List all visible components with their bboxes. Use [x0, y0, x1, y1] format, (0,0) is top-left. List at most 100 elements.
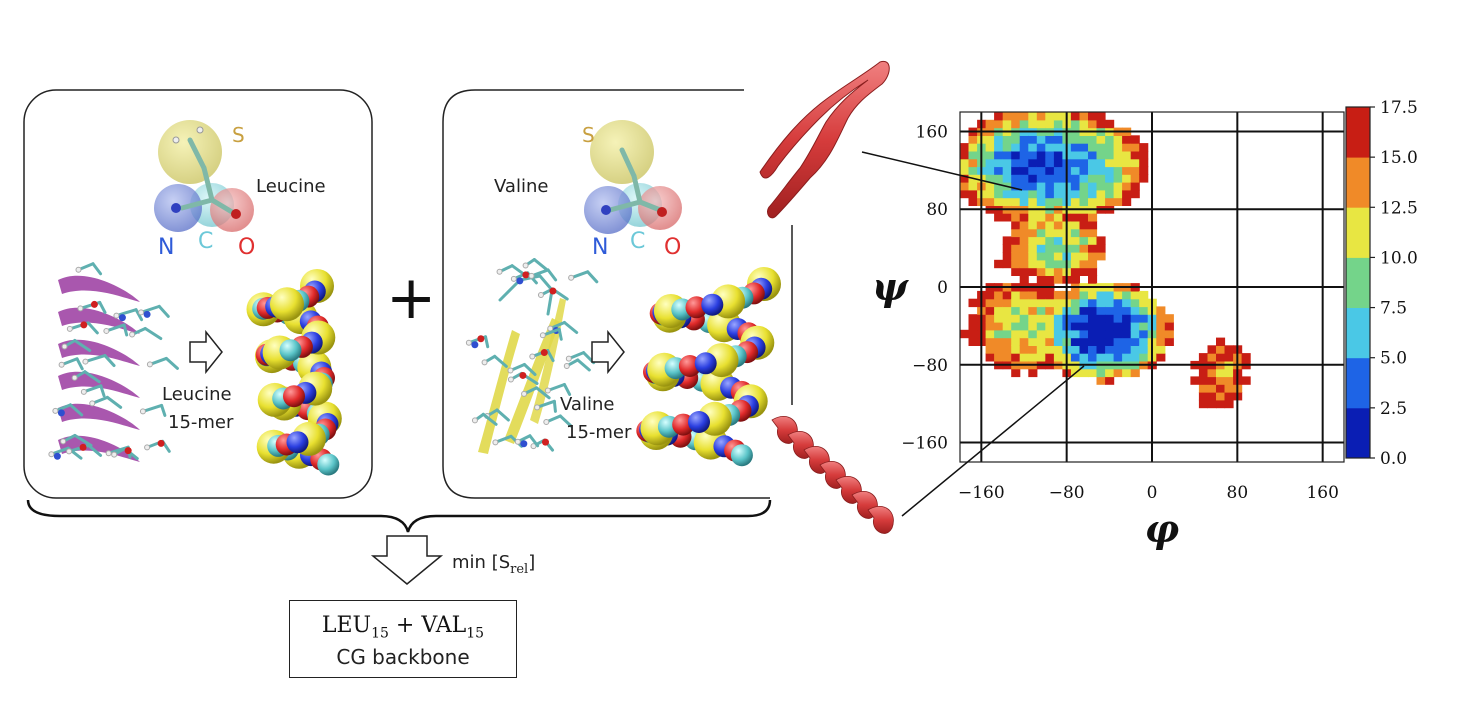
heatmap-cell: [1113, 368, 1123, 378]
heatmap-cell: [1130, 306, 1140, 315]
heatmap-cell: [1088, 329, 1098, 339]
heatmap-cell: [968, 329, 978, 339]
heatmap-cell: [985, 314, 995, 323]
leucine-label-n: N: [158, 235, 174, 260]
heatmap-cell: [1053, 228, 1063, 238]
heatmap-cell: [1096, 174, 1106, 183]
heatmap-cell: [1096, 182, 1106, 191]
heatmap-cell: [1113, 314, 1123, 323]
heatmap-cell: [1079, 337, 1089, 346]
heatmap-cell: [1045, 182, 1055, 191]
heatmap-cell: [1053, 213, 1063, 222]
heatmap-cell: [1207, 384, 1217, 393]
heatmap-cell: [1070, 353, 1080, 362]
heatmap-cell: [1130, 368, 1140, 378]
heatmap-cell: [1053, 174, 1063, 183]
heatmap-cell: [1053, 306, 1063, 315]
heatmap-cell: [1139, 337, 1149, 346]
heatmap-cell: [968, 189, 978, 199]
heatmap-cell: [1079, 252, 1089, 261]
heatmap-cell: [1011, 314, 1021, 323]
leucine-panel: S Leucine N C O Leucine 15-mer: [23, 89, 373, 499]
heatmap-cell: [985, 174, 995, 183]
heatmap-cell: [1139, 166, 1149, 175]
heatmap-cell: [1002, 236, 1012, 245]
heatmap-cell: [968, 158, 978, 168]
heatmap-cell: [1096, 135, 1106, 144]
heatmap-cell: [1028, 290, 1038, 300]
heatmap-cell: [1028, 112, 1038, 121]
heatmap-cell: [1105, 306, 1115, 315]
heatmap-cell: [1002, 150, 1012, 160]
heatmap-cell: [1079, 174, 1089, 183]
heatmap-cell: [1088, 244, 1098, 253]
heatmap-cell: [1019, 228, 1029, 238]
heatmap-cell: [1079, 189, 1089, 199]
heatmap-cell: [1139, 306, 1149, 315]
heatmap-cell: [1096, 353, 1106, 362]
heatmap-cell: [1045, 174, 1055, 183]
heatmap-cell: [1241, 376, 1251, 385]
heatmap-cell: [1113, 306, 1123, 315]
heatmap-cell: [985, 143, 995, 152]
heatmap-cell: [1122, 189, 1132, 199]
heatmap-cell: [1019, 337, 1029, 346]
heatmap-cell: [1198, 353, 1208, 362]
heatmap-cell: [1019, 220, 1029, 230]
heatmap-cell: [1053, 259, 1063, 269]
heatmap-cell: [1079, 112, 1089, 121]
x-tick-label: −160: [958, 483, 1005, 503]
heatmap-cell: [994, 298, 1004, 308]
heatmap-cell: [1156, 353, 1166, 362]
heatmap-cell: [1002, 174, 1012, 183]
heatmap-cell: [1105, 197, 1115, 206]
heatmap-cell: [1105, 353, 1115, 362]
leucine-label-o: O: [238, 235, 255, 260]
heatmap-cell: [968, 182, 978, 191]
heatmap-cell: [1070, 244, 1080, 253]
x-tick-label: 0: [1147, 483, 1158, 503]
heatmap-cell: [1070, 298, 1080, 308]
heatmap-cell: [1096, 143, 1106, 152]
colorbar: 17.515.012.510.07.55.02.50.0: [1345, 98, 1418, 469]
heatmap-cell: [1224, 399, 1234, 409]
heatmap-cell: [1002, 298, 1012, 308]
heatmap-cell: [1088, 197, 1098, 206]
valine-label-c: C: [630, 229, 645, 254]
valine-panel: S Valine N C O Valine 15-mer: [442, 89, 793, 499]
heatmap-cell: [1105, 290, 1115, 300]
heatmap-cell: [1088, 228, 1098, 238]
plus-sign: +: [386, 263, 436, 333]
heatmap-cell: [1139, 143, 1149, 152]
heatmap-cell: [1019, 353, 1029, 362]
heatmap-cell: [985, 197, 995, 206]
heatmap-cell: [1019, 306, 1029, 315]
heatmap-cell: [985, 166, 995, 175]
heatmap-cell: [1011, 322, 1021, 331]
heatmap-cell: [994, 119, 1004, 129]
heatmap-cell: [1105, 368, 1115, 378]
heatmap-cell: [1045, 135, 1055, 144]
heatmap-cell: [1045, 197, 1055, 206]
heatmap-cell: [1079, 244, 1089, 253]
heatmap-cell: [1011, 298, 1021, 308]
heatmap-cell: [1130, 337, 1140, 346]
heatmap-cell: [1088, 353, 1098, 362]
cg-bead: [317, 453, 340, 476]
heatmap-cell: [1113, 174, 1123, 183]
heatmap-cell: [1113, 166, 1123, 175]
heatmap-cell: [1036, 244, 1046, 253]
heatmap-cell: [1002, 337, 1012, 346]
cg-bead: [701, 293, 724, 316]
heatmap-cell: [968, 337, 978, 346]
heatmap-cell: [1036, 306, 1046, 315]
beta-hairpin-ribbon: [759, 60, 890, 219]
heatmap-cell: [1122, 158, 1132, 168]
heatmap-cell: [1088, 252, 1098, 261]
heatmap-cell: [1028, 166, 1038, 175]
heatmap-cell: [1070, 345, 1080, 354]
heatmap-cell: [1028, 259, 1038, 269]
heatmap-cell: [1028, 306, 1038, 315]
heatmap-cell: [1028, 135, 1038, 144]
